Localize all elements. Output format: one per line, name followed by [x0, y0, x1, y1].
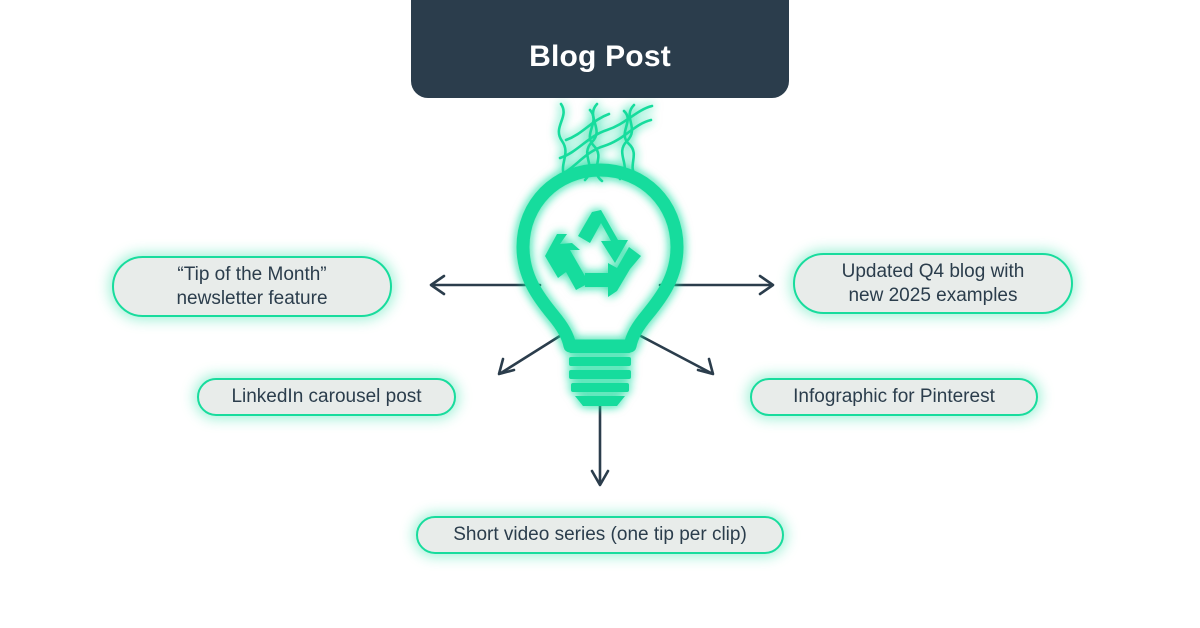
- branch-pill-label: Short video series (one tip per clip): [453, 524, 747, 545]
- branch-pill-tip-of-month[interactable]: “Tip of the Month” newsletter feature: [112, 256, 392, 317]
- arrow-down: [590, 397, 610, 487]
- arrow-left: [429, 274, 542, 296]
- branch-pill-linkedin[interactable]: LinkedIn carousel post: [197, 378, 456, 416]
- branch-pill-infographic[interactable]: Infographic for Pinterest: [750, 378, 1038, 416]
- bulb-base: [569, 344, 631, 406]
- bulb-glass: [516, 163, 684, 353]
- branch-pill-label: “Tip of the Month” newsletter feature: [176, 263, 328, 309]
- arrow-down-left: [497, 332, 565, 376]
- branch-pill-short-video[interactable]: Short video series (one tip per clip): [416, 516, 784, 554]
- header-banner: Blog Post: [411, 0, 789, 98]
- recycle-icon: [545, 210, 641, 297]
- branch-pill-updated-q4[interactable]: Updated Q4 blog with new 2025 examples: [793, 253, 1073, 314]
- branch-pill-label: Infographic for Pinterest: [793, 386, 995, 407]
- branch-pill-label: Updated Q4 blog with new 2025 examples: [841, 260, 1025, 306]
- arrow-right: [658, 274, 775, 296]
- branch-pill-label: LinkedIn carousel post: [231, 386, 422, 407]
- arrow-down-right: [635, 332, 715, 376]
- page-title: Blog Post: [529, 40, 671, 73]
